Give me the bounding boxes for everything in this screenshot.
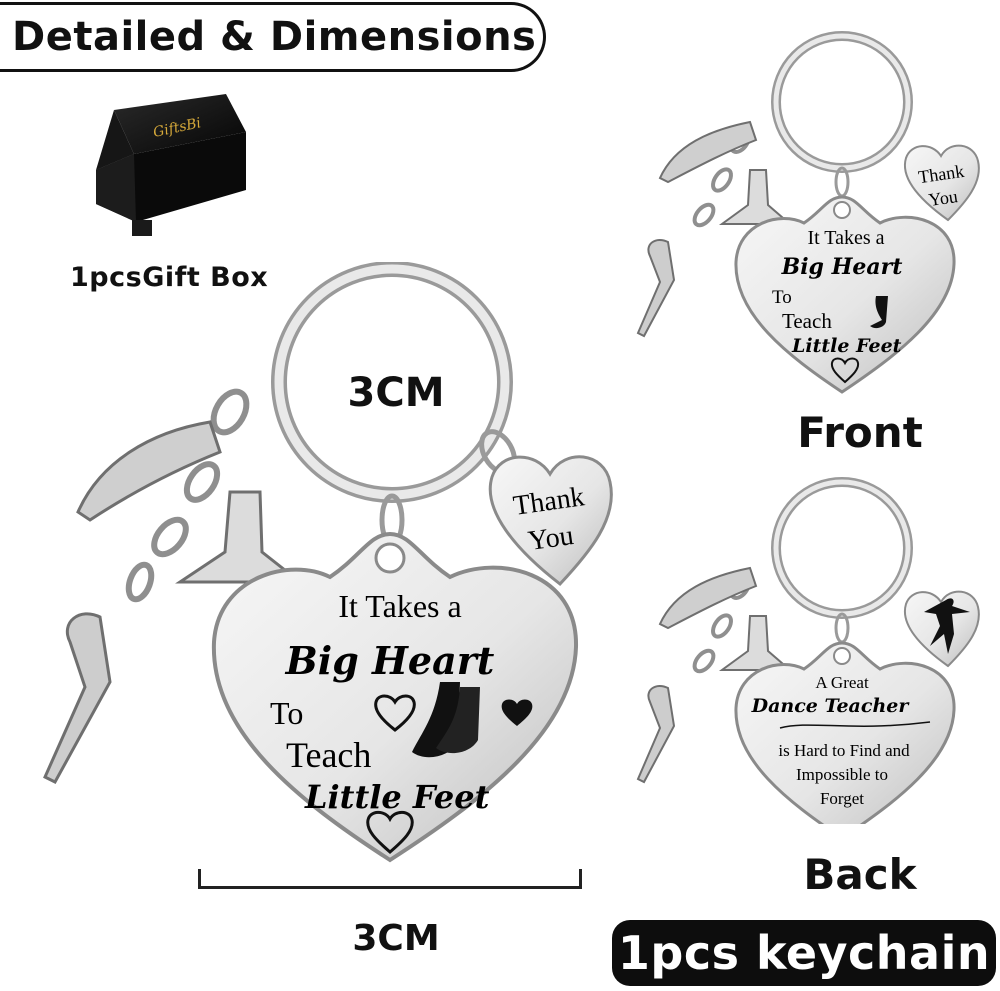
dancers-divider-icon <box>779 721 931 729</box>
back-view-label: Back <box>803 850 917 899</box>
back-text-line4: Impossible to <box>796 765 888 784</box>
back-text-line2: Dance Teacher <box>751 695 911 717</box>
ballerina-silhouette-icon <box>924 598 970 654</box>
front-view-image: Thank You It Takes a Big Heart To Teach … <box>636 31 980 394</box>
ballet-slippers-icon <box>412 682 480 758</box>
product-quantity-badge: 1pcs keychain <box>612 920 996 986</box>
front-view-line2: Big Heart <box>781 254 903 280</box>
back-text-line5: Forget <box>820 789 864 808</box>
back-text-line1: A Great <box>815 673 869 692</box>
front-charm-line2: You <box>927 186 959 210</box>
front-view-line4: Teach <box>782 309 832 333</box>
front-text-line4: Teach <box>286 735 371 775</box>
pendant-width-label: 3CM <box>352 918 440 959</box>
front-view-line3: To <box>772 287 792 308</box>
front-text-line3: To <box>270 695 303 731</box>
bottom-heart-icon <box>366 810 414 854</box>
front-text-line1: It Takes a <box>338 588 461 624</box>
thank-you-charm-line2: You <box>526 520 575 557</box>
page-title: Detailed & Dimensions <box>0 2 546 72</box>
gift-box-image: GiftsBi <box>96 94 246 236</box>
back-text-line3: is Hard to Find and <box>778 741 910 760</box>
front-view-heart-icon <box>830 357 860 384</box>
front-view-line5: Little Feet <box>791 335 902 357</box>
front-text-line5: Little Feet <box>304 778 490 816</box>
filled-heart-icon <box>501 699 533 726</box>
main-keychain-image: Thank You It Takes a Big Heart To Teach … <box>43 262 613 863</box>
front-view-line1: It Takes a <box>807 227 884 249</box>
front-text-line2: Big Heart <box>285 638 495 683</box>
front-view-slippers-icon <box>870 296 888 329</box>
back-view-image: A Great Dance Teacher is Hard to Find an… <box>636 477 980 824</box>
front-view-label: Front <box>797 408 923 457</box>
width-dimension-line <box>198 869 582 889</box>
ring-diameter-label: 3CM <box>347 370 445 416</box>
gift-box-label: 1pcsGift Box <box>70 262 269 293</box>
outline-heart-icon <box>374 694 416 732</box>
